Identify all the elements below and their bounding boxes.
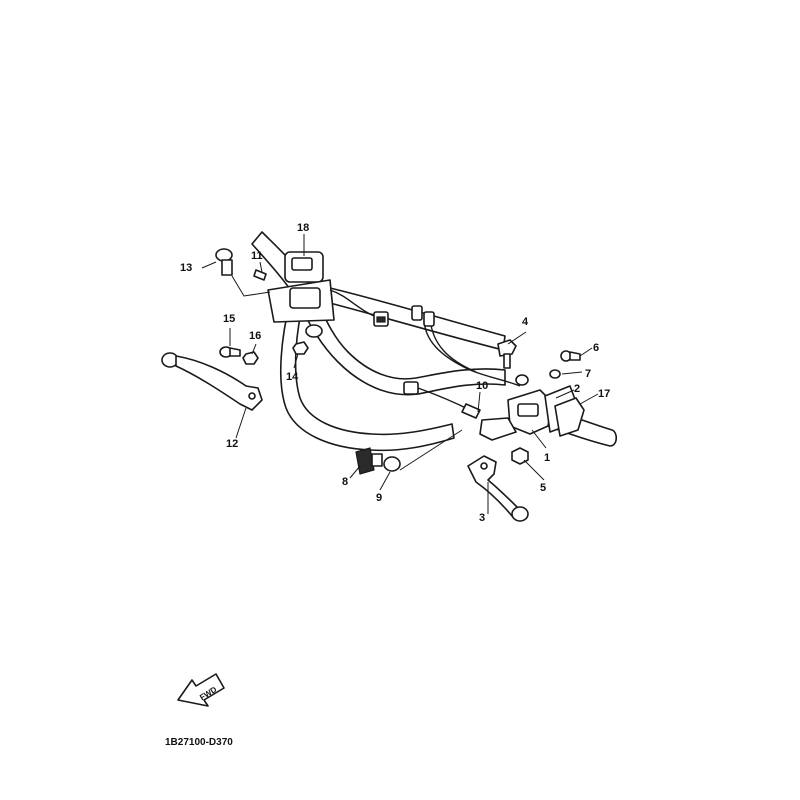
cable-guide-line: [399, 429, 463, 471]
callout-6: 6: [593, 342, 599, 354]
callout-18: 18: [297, 222, 309, 234]
right-perch-assembly: [479, 374, 585, 441]
callout-3: 3: [479, 512, 485, 524]
callout-15: 15: [223, 313, 235, 325]
callout-5: 5: [540, 482, 546, 494]
nut-9: [383, 456, 401, 472]
callout-10: 10: [476, 380, 488, 392]
washer-7: [549, 369, 561, 379]
bolt-15: [219, 346, 241, 358]
fwd-arrow: FWD: [177, 673, 225, 707]
cables: [403, 305, 521, 419]
callout-12: 12: [226, 438, 238, 450]
bolt-13: [215, 248, 271, 297]
screw-6: [560, 350, 581, 362]
lever-3: [467, 455, 529, 522]
callout-14: 14: [286, 371, 299, 383]
lever-12: [161, 352, 263, 411]
callout-7: 7: [585, 368, 591, 380]
left-switch-assembly: [267, 251, 389, 327]
nut-16: [242, 351, 259, 365]
leader-lines: [201, 234, 599, 514]
callout-16: 16: [249, 330, 261, 342]
callout-9: 9: [376, 492, 382, 504]
bolt-4: [497, 339, 517, 369]
callout-2: 2: [574, 383, 580, 395]
callout-11: 11: [251, 250, 263, 262]
callout-13: 13: [180, 262, 192, 274]
callout-1: 1: [544, 452, 550, 464]
nut-14: [292, 341, 309, 355]
callout-4: 4: [522, 316, 529, 328]
callouts: 18 13 11 15 16 14 12 10 4 6 7 2 17 1 5 3…: [180, 222, 610, 524]
adjuster-8: [355, 447, 383, 475]
screw-11: [253, 269, 267, 281]
callout-17: 17: [598, 388, 610, 400]
callout-8: 8: [342, 476, 348, 488]
drawing-code: 1B27100-D370: [165, 737, 233, 748]
